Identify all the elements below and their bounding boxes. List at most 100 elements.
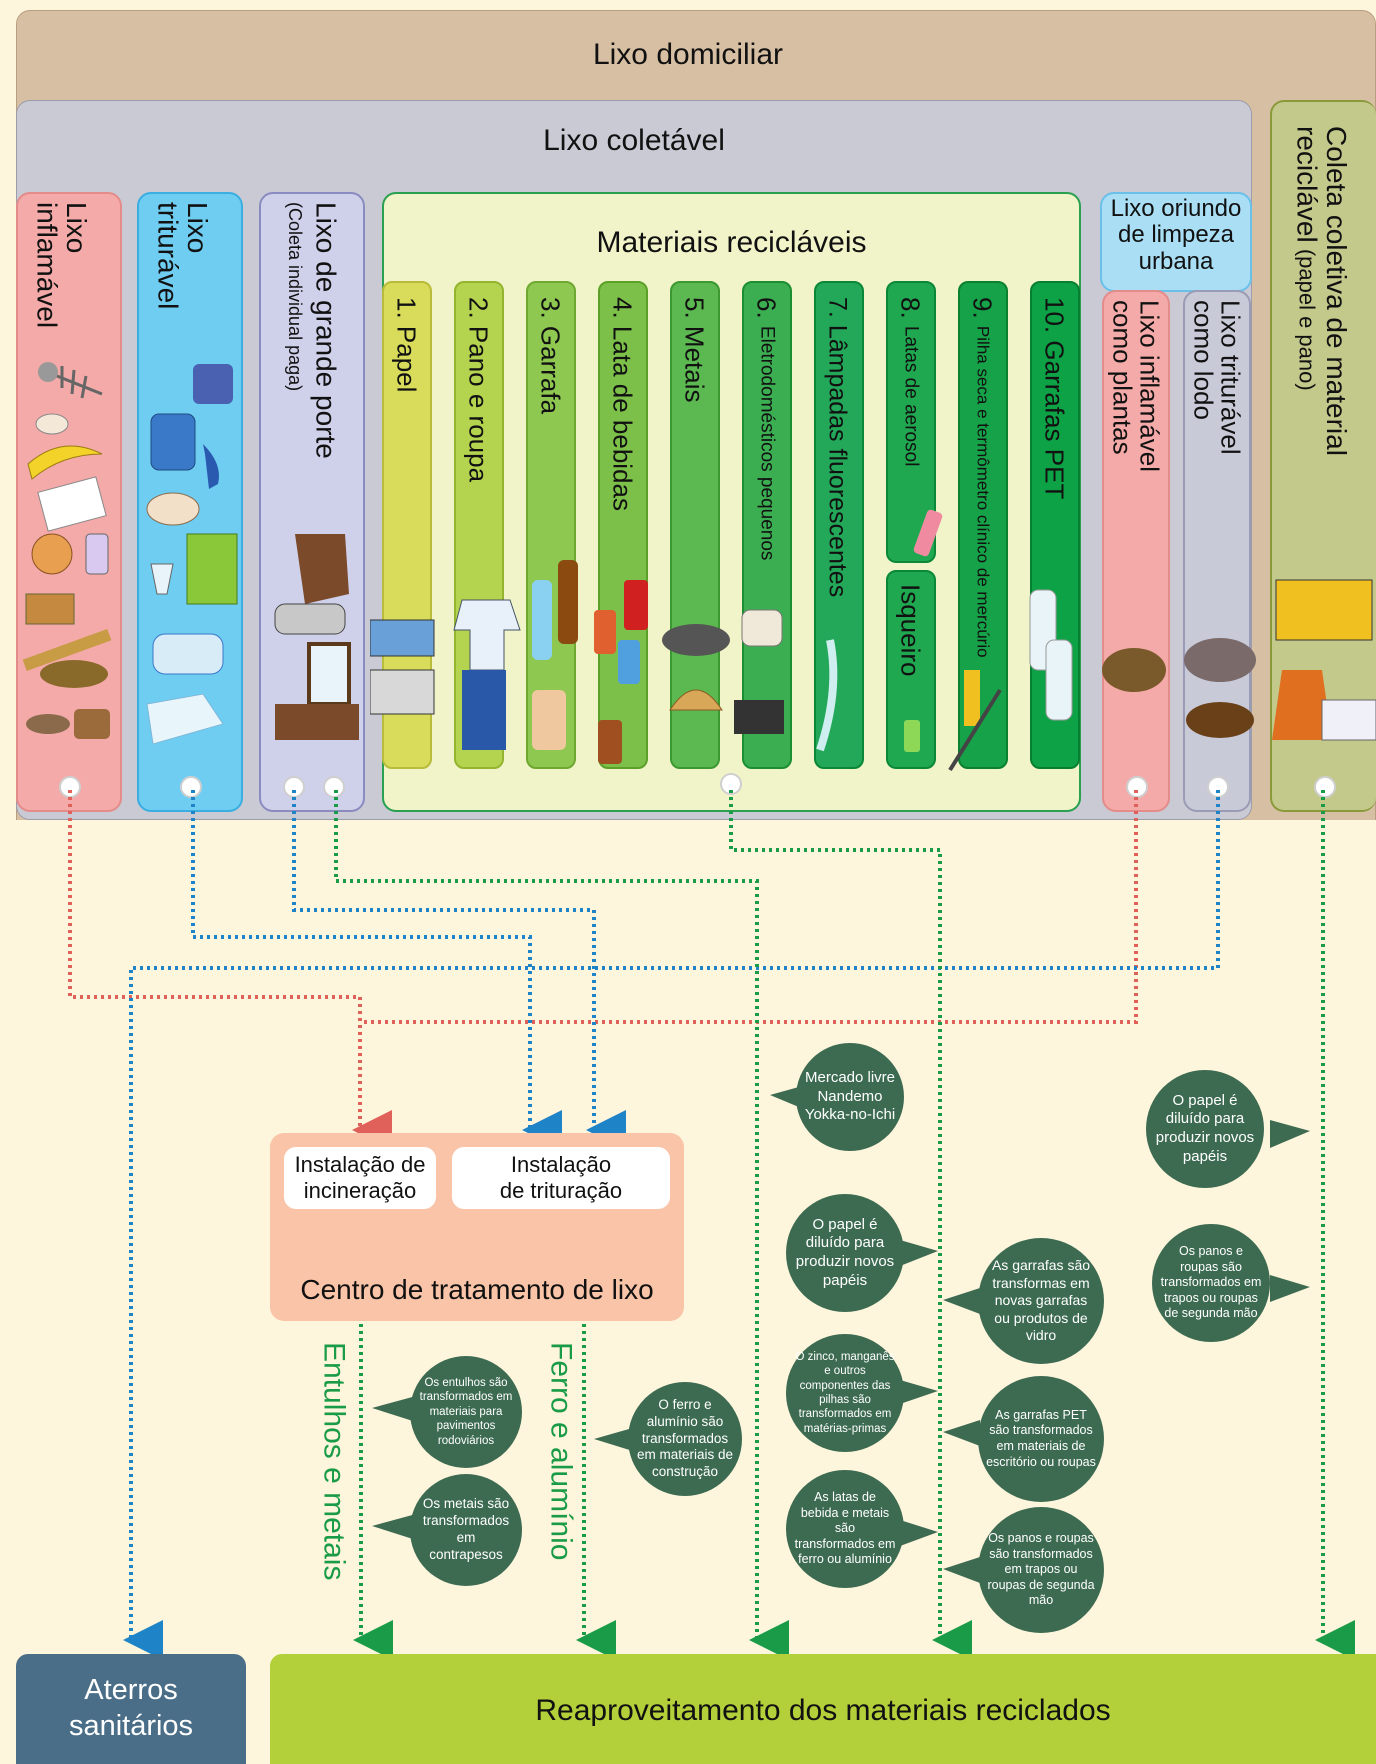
- drink-can-icon: [624, 580, 648, 630]
- bubble-tail-weights: [372, 1514, 416, 1540]
- urban-title: Lixo oriundo de limpeza urbana: [1100, 195, 1252, 275]
- recyclable-cans: 4. Lata de bebidas: [598, 281, 648, 769]
- large-title: Lixo de grande porte: [310, 202, 342, 459]
- recyclable-items-illustration: [370, 509, 1073, 772]
- large-items-illustration: [274, 534, 359, 740]
- rice-cooker-icon: [741, 609, 783, 647]
- drink-can-3-icon: [618, 640, 640, 684]
- flow-large-green: [334, 790, 789, 1660]
- column-crushable: Lixo triturável: [137, 192, 243, 812]
- drink-can-4-icon: [598, 720, 622, 764]
- newspaper-bundle-icon: [370, 619, 435, 657]
- recyclable-paper-name: Papel: [391, 325, 422, 393]
- drink-can-2-icon: [594, 610, 616, 654]
- recyclable-batteries-name: Pilha seca e termômetro clínico de mercú…: [973, 325, 993, 658]
- recyclable-aerosol-num: 8.: [895, 297, 926, 319]
- recyclable-lamps-name: Lâmpadas fluorescentes: [823, 324, 852, 598]
- skirt-icon: [1272, 670, 1332, 740]
- banana-icon: [27, 445, 103, 480]
- paper-bundle-icon: [1275, 579, 1373, 641]
- collective-sub2: (papel e pano): [1294, 242, 1320, 391]
- bubble-weights: Os metais são transformados em contrapes…: [410, 1474, 522, 1586]
- battery-icon: [964, 670, 980, 726]
- umbrella-icon: [203, 444, 219, 489]
- recyclable-appliances-name: Eletrodomésticos pequenos: [756, 325, 778, 561]
- fish-bone-icon: [38, 362, 103, 399]
- bubble-tail-bottles: [943, 1288, 980, 1314]
- urban-title-line-1: Lixo oriundo: [1110, 195, 1242, 222]
- shelf-icon: [186, 533, 238, 605]
- bubble-tail-rubble: [372, 1396, 416, 1422]
- bubble-tail-paper-mid: [900, 1240, 938, 1266]
- massage-chair-icon: [295, 534, 349, 604]
- glass-icon: [150, 563, 174, 595]
- leaves-icon: [40, 660, 108, 688]
- recyclable-metals: 5. Metais: [670, 281, 720, 769]
- reuse-box: [270, 1654, 1376, 1764]
- recyclable-lamps-num: 7.: [823, 297, 852, 318]
- sludge-icon: [1186, 702, 1254, 738]
- bubble-tail-cloth-mid: [943, 1557, 980, 1583]
- crushable-line-1: Lixo: [181, 202, 213, 254]
- collective-title: Coleta coletiva de material: [1320, 126, 1352, 456]
- lighter-icon: [904, 720, 920, 752]
- urban-crushable-line-2: como lodo: [1188, 300, 1219, 420]
- bubble-tail-cans: [900, 1520, 938, 1546]
- flammable-line-1: Lixo: [60, 202, 92, 254]
- flow-label-iron: Ferro e alumínio: [544, 1342, 578, 1561]
- flow-label-rubble: Entulhos e metais: [317, 1342, 351, 1581]
- urban-flammable-line-2: como plantas: [1107, 300, 1138, 455]
- shoes-icon: [26, 714, 70, 734]
- flow-urban-flammable-red: [360, 790, 1138, 1024]
- bubble-tail-paper-right: [1270, 1120, 1310, 1148]
- recyclable-cans-num: 4.: [607, 297, 638, 319]
- bubble-cloth-right: Os panos e roupas são transformados em t…: [1152, 1224, 1270, 1342]
- recyclables-title: Materiais recicláveis: [596, 226, 867, 259]
- cloth-pile-icon: [1321, 699, 1376, 741]
- suitcase-icon: [150, 413, 196, 471]
- bubble-tail-iron: [594, 1427, 636, 1452]
- stroller-icon: [193, 364, 233, 404]
- column-urban-flammable: Lixo inflamável como plantas: [1102, 290, 1170, 812]
- landfill-title: Aterros sanitários: [16, 1672, 246, 1745]
- urban-crushable-line-1: Lixo triturável: [1215, 300, 1246, 455]
- treatment-center-title: Centro de tratamento de lixo: [300, 1274, 654, 1305]
- urban-header: [1100, 192, 1252, 292]
- bubble-paper-mid: O papel é diluído para produzir novos pa…: [786, 1194, 904, 1312]
- thermometer-icon: [948, 688, 1002, 772]
- paper-icon: [37, 476, 107, 532]
- recyclable-lighter: Isqueiro: [886, 570, 936, 769]
- incineration-line-1: Instalação de: [294, 1151, 426, 1177]
- dresser-icon: [275, 704, 359, 740]
- landfill-box: [16, 1654, 246, 1764]
- laptop-icon: [734, 700, 784, 734]
- bubble-rubble: Os entulhos são transformados em materia…: [410, 1356, 522, 1468]
- collectable-title: Lixo coletável: [543, 124, 725, 157]
- bubble-tail-batteries: [900, 1380, 938, 1404]
- recyclable-appliances: 6. Eletrodomésticos pequenos: [742, 281, 792, 769]
- flow-recyclables-green: [729, 790, 972, 1660]
- broken-glass-icon: [146, 693, 224, 745]
- beer-bottle-icon: [558, 560, 578, 644]
- bottle-icon: [85, 533, 109, 575]
- recyclable-metals-num: 5.: [679, 297, 710, 319]
- incineration-line-2: incineração: [303, 1178, 417, 1203]
- bubble-bottles: As garrafas são transformas em novas gar…: [978, 1238, 1104, 1364]
- recyclable-aerosol: 8. Latas de aerosol: [886, 281, 936, 563]
- jeans-icon: [462, 670, 506, 750]
- recyclables-connector: [720, 773, 742, 795]
- urban-title-line-3: urbana: [1138, 247, 1214, 275]
- landfill-line-1: Aterros: [84, 1674, 178, 1706]
- bamboo-icon: [22, 628, 112, 672]
- teddy-bear-icon: [31, 533, 73, 575]
- rocks-icon: [1184, 638, 1256, 682]
- urban-flammable-line-1: Lixo inflamável: [1134, 300, 1165, 472]
- flow-crushable-blue: [191, 790, 562, 1150]
- bubble-batteries: O zinco, manganês e outros componentes d…: [786, 1334, 904, 1452]
- newspaper-stack-icon: [370, 669, 435, 715]
- flow-flammable-red: [68, 790, 392, 1150]
- recyclable-metals-name: Metais: [679, 325, 710, 403]
- crushable-items-illustration: [146, 364, 238, 745]
